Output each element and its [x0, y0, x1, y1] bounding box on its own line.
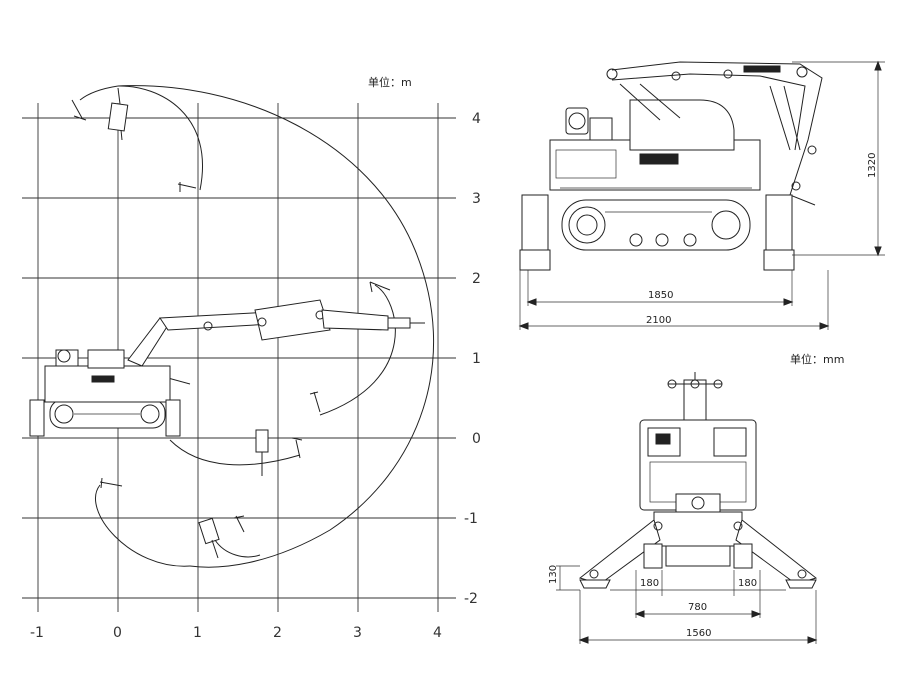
- y-tick-label: 2: [472, 271, 481, 287]
- y-tick-label: 4: [472, 111, 481, 127]
- pad-right-dimension-label: 180: [738, 578, 757, 589]
- breaker-bottom-icon: [198, 517, 220, 559]
- y-tick-label: 0: [472, 431, 481, 447]
- track-icon: [561, 199, 751, 251]
- reach-unit-label: 单位：m: [368, 75, 412, 89]
- breaker-top-icon: [107, 87, 129, 141]
- x-tick-label: 1: [193, 625, 202, 641]
- front-view-drawing: 130 180 180 780 1560: [548, 372, 818, 644]
- y-tick-label: 3: [472, 191, 481, 207]
- x-tick-label: 3: [353, 625, 362, 641]
- breaker-right-icon: [369, 281, 391, 293]
- reach-grid: [22, 103, 456, 612]
- overall-width-dimension-label: 2100: [646, 315, 671, 326]
- track-width-dimension-label: 1850: [648, 290, 673, 301]
- breaker-bottom-right-icon: [233, 515, 245, 533]
- x-tick-label: -1: [30, 625, 44, 641]
- outrigger-height-dimension-label: 130: [548, 565, 559, 584]
- y-tick-label: -2: [464, 591, 478, 607]
- mm-unit-label: 单位：mm: [790, 352, 844, 366]
- side-view-drawing: 1320 1850 2100: [518, 60, 885, 330]
- pad-left-dimension-label: 180: [640, 578, 659, 589]
- breaker-lower-right-icon: [309, 391, 321, 413]
- x-tick-label: 4: [433, 625, 442, 641]
- breaker-upper-right-icon: [177, 182, 197, 192]
- height-dimension-label: 1320: [867, 153, 878, 178]
- outer-span-dimension-label: 1560: [686, 628, 711, 639]
- breaker-positions: [71, 87, 391, 559]
- inner-span-dimension-label: 780: [688, 602, 707, 613]
- x-tick-label: 0: [113, 625, 122, 641]
- breaker-mid-icon: [167, 375, 191, 387]
- reach-envelope: [79, 85, 435, 568]
- breaker-top-left-icon: [71, 99, 87, 121]
- breaker-left-low-icon: [99, 477, 123, 489]
- y-tick-label: 1: [472, 351, 481, 367]
- breaker-down-icon: [255, 429, 269, 476]
- reach-diagram: 单位：m -1 0 1 2 3 4 4 3 2 1 0 -1 -2: [22, 75, 481, 641]
- x-tick-label: 2: [273, 625, 282, 641]
- machine-side-reach-icon: [29, 299, 425, 437]
- breaker-low-icon: [291, 437, 303, 459]
- y-tick-label: -1: [464, 511, 478, 527]
